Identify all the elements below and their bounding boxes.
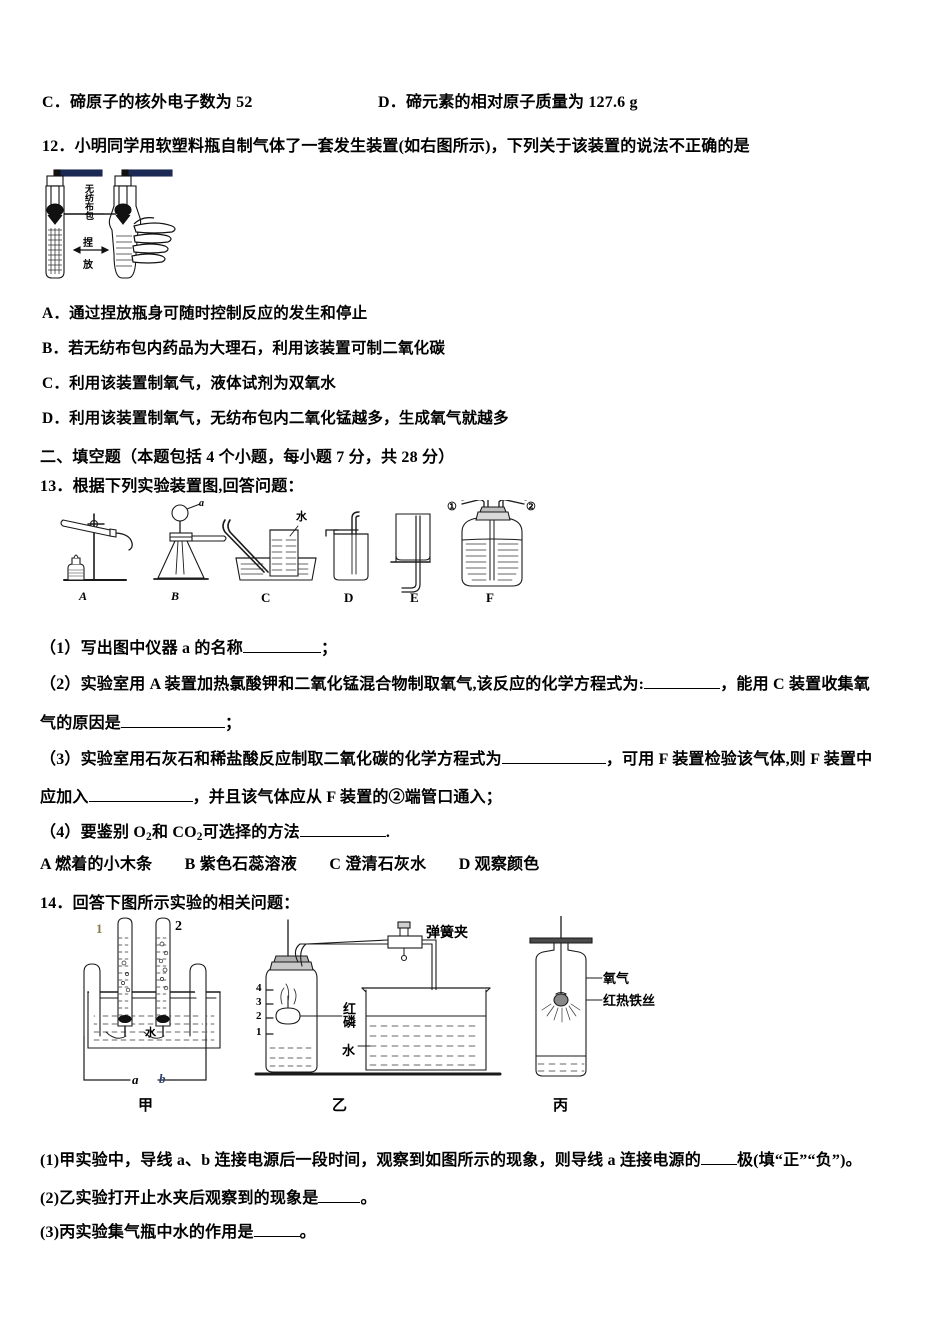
q13-sub2-tail: ，能用 C 装置收集氧 (720, 676, 870, 693)
q13-sub4-o2-sub: 2 (146, 831, 152, 844)
q13-sub2-blank2[interactable] (121, 727, 226, 728)
q13-sub4-text: （4）要鉴别 O (40, 824, 147, 841)
q12-option-a: A．通过捏放瓶身可随时控制反应的发生和停止 (42, 305, 368, 322)
red-phosphorus-label: 红磷 (341, 1002, 356, 1028)
q13-sub1-blank[interactable] (243, 652, 322, 653)
yi-water-label: 水 (342, 1043, 356, 1058)
q12-option-c: C．利用该装置制氧气，液体试剂为双氧水 (42, 375, 336, 392)
q14-sub1-text: (1)甲实验中，导线 a、b 连接电源后一段时间，观察到如图所示的现象，则导线 … (40, 1152, 701, 1169)
soft-bottle-gas-generator-figure: 无纺布包 捏 放 (38, 162, 188, 294)
device-label-a: A (79, 589, 88, 603)
jia-water-label: 水 (145, 1027, 156, 1039)
q14-sub2-tail: 。 (360, 1190, 377, 1207)
q14-sub1-blank[interactable] (700, 1164, 737, 1165)
q13-sub4-tail: . (385, 824, 391, 841)
q12-option-b: B．若无纺布包内药品为大理石，利用该装置可制二氧化碳 (42, 340, 446, 357)
q13-sub2-text: （2）实验室用 A 装置加热氯酸钾和二氧化锰混合物制取氧气,该反应的化学方程式为… (40, 676, 645, 693)
q13-stem: 13．根据下列实验装置图,回答问题： (40, 478, 304, 495)
q13-sub4: （4）要鉴别 O2和 CO2可选择的方法. (40, 818, 390, 843)
q13-sub1-tail: ； (321, 640, 338, 657)
yi-scale-4: 4 (256, 982, 262, 994)
q14-stem: 14．回答下图所示实验的相关问题： (40, 895, 300, 912)
squeeze-label: 捏 (83, 238, 93, 249)
q14-sub3-blank[interactable] (253, 1236, 300, 1237)
q13-sub4-blank[interactable] (299, 836, 386, 837)
release-label: 放 (83, 260, 93, 271)
device-label-d: D (344, 590, 354, 605)
q13-sub1-text: （1）写出图中仪器 a 的名称 (40, 640, 244, 657)
q13-sub3-tail: ，可用 F 装置检验该气体,则 F 装置中 (605, 751, 873, 768)
fabric-bag-label: 无纺布包 (84, 184, 94, 220)
q13-sub3-blank2[interactable] (88, 801, 193, 802)
section-2-heading: 二、填空题（本题包括 4 个小题，每小题 7 分，共 28 分） (40, 449, 455, 466)
q14-sub3-tail: 。 (299, 1224, 316, 1241)
oxygen-label: 氧气 (603, 971, 630, 986)
hot-iron-wire-label: 红热铁丝 (603, 993, 656, 1008)
device-label-c: C (261, 590, 271, 605)
q13-sub3-blank1[interactable] (501, 763, 606, 764)
three-experiments-figure: 1 2 水 a b 甲 弹簧夹 红磷 水 4 3 2 1 乙 氧气 红热铁丝 丙 (70, 916, 660, 1121)
yi-scale-3: 3 (256, 996, 262, 1008)
tube-1-label: 1 (96, 921, 103, 936)
q13-sub4-co2-sub: 2 (196, 831, 203, 844)
q11-option-d: D．碲元素的相对原子质量为 127.6 g (378, 94, 638, 111)
q14-sub2-text: (2)乙实验打开止水夹后观察到的现象是 (40, 1190, 319, 1207)
yi-scale-1: 1 (256, 1026, 262, 1038)
q13-answer-choices: A 燃着的小木条 B 紫色石蕊溶液 C 澄清石灰水 D 观察颜色 (40, 856, 540, 873)
q13-sub3-text2: 应加入 (40, 789, 89, 806)
q14-sub3-text: (3)丙实验集气瓶中水的作用是 (40, 1224, 254, 1241)
q13-sub3-line2: 应加入 ，并且该气体应从 F 装置的②端管口通入； (40, 783, 502, 807)
spring-clip-label: 弹簧夹 (426, 926, 468, 941)
water-label-c: 水 (296, 511, 307, 523)
q14-sub2-blank[interactable] (318, 1202, 361, 1203)
port-one-label: ① (447, 501, 457, 513)
q13-sub4-text3: 可选择的方法 (202, 824, 300, 841)
q14-sub1-tail: 极(填“正”“负”)。 (736, 1152, 862, 1169)
tube-2-label: 2 (175, 919, 182, 934)
q13-sub2-text2: 气的原因是 (40, 715, 122, 732)
q14-sub1: (1)甲实验中，导线 a、b 连接电源后一段时间，观察到如图所示的现象，则导线 … (40, 1146, 862, 1170)
q13-sub3-text: （3）实验室用石灰石和稀盐酸反应制取二氧化碳的化学方程式为 (40, 751, 502, 768)
device-label-b: B (171, 589, 180, 603)
device-label-e: E (410, 590, 419, 605)
q12-option-d: D．利用该装置制氧气，无纺布包内二氧化锰越多，生成氧气就越多 (42, 410, 509, 427)
q13-sub4-text2: 和 CO (151, 824, 197, 841)
wire-a-label: a (132, 1072, 139, 1087)
q13-sub3-line1: （3）实验室用石灰石和稀盐酸反应制取二氧化碳的化学方程式为 ，可用 F 装置检验该… (40, 745, 872, 769)
q11-option-c: C．碲原子的核外电子数为 52 (42, 94, 253, 111)
wire-b-label: b (159, 1071, 166, 1086)
device-label-f: F (486, 590, 494, 605)
yi-scale-2: 2 (256, 1010, 262, 1022)
q13-sub2-tail2: ； (225, 715, 242, 732)
q13-sub2-line2: 气的原因是 ； (40, 709, 241, 733)
bing-caption: 丙 (553, 1098, 569, 1114)
thistle-funnel-label-a: a (199, 498, 204, 509)
q13-sub2-line1: （2）实验室用 A 装置加热氯酸钾和二氧化锰混合物制取氧气,该反应的化学方程式为… (40, 670, 870, 694)
q14-sub2: (2)乙实验打开止水夹后观察到的现象是 。 (40, 1184, 377, 1208)
q14-sub3: (3)丙实验集气瓶中水的作用是 。 (40, 1218, 316, 1242)
q13-sub1: （1）写出图中仪器 a 的名称 ； (40, 634, 337, 658)
jia-caption: 甲 (138, 1098, 154, 1114)
yi-caption: 乙 (332, 1098, 348, 1114)
q13-sub2-blank1[interactable] (644, 688, 721, 689)
q13-sub3-tail2: ，并且该气体应从 F 装置的②端管口通入； (192, 789, 502, 806)
lab-apparatus-figure: A B C D E F a 水 ① ② (58, 498, 578, 612)
q12-stem: 12．小明同学用软塑料瓶自制气体了一套发生装置(如右图所示)，下列关于该装置的说… (42, 138, 750, 155)
port-two-label: ② (526, 501, 536, 513)
